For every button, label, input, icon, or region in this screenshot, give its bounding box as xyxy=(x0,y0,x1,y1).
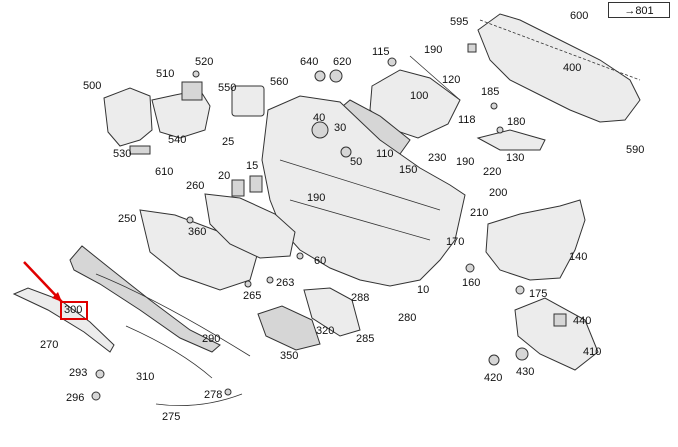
callout-10: 10 xyxy=(417,284,430,296)
callout-118: 118 xyxy=(458,114,476,126)
part-130-lamp xyxy=(476,129,546,151)
callout-600: 600 xyxy=(570,10,589,22)
callout-130: 130 xyxy=(506,152,525,164)
callout-510: 510 xyxy=(156,68,175,80)
callout-115: 115 xyxy=(372,46,390,58)
part-310-strip xyxy=(125,325,213,379)
callout-640: 640 xyxy=(300,56,319,68)
callout-310: 310 xyxy=(136,371,155,383)
callout-20: 20 xyxy=(218,170,231,182)
callout-150: 150 xyxy=(399,164,418,176)
callout-160: 160 xyxy=(462,277,481,289)
callout-110: 110 xyxy=(376,148,394,160)
callout-293: 293 xyxy=(69,367,88,379)
callout-520: 520 xyxy=(195,56,214,68)
highlighted-callout-300: 300 xyxy=(64,304,83,316)
callout-190b: 190 xyxy=(456,156,475,168)
callout-560: 560 xyxy=(270,76,289,88)
part-270-strip xyxy=(12,287,115,353)
callout-296: 296 xyxy=(66,392,85,404)
callout-230: 230 xyxy=(428,152,447,164)
callout-350: 350 xyxy=(280,350,299,362)
callout-30: 30 xyxy=(334,122,347,134)
callout-610: 610 xyxy=(155,166,174,178)
callout-540: 540 xyxy=(168,134,187,146)
part-260-crossmember xyxy=(204,193,296,259)
part-600-strip xyxy=(477,13,641,123)
callout-25: 25 xyxy=(222,136,235,148)
callout-360: 360 xyxy=(188,226,207,238)
callout-420: 420 xyxy=(484,372,503,384)
callout-170: 170 xyxy=(446,236,465,248)
part-500-side-bracket xyxy=(103,87,153,147)
callout-288: 288 xyxy=(351,292,370,304)
part-550-module xyxy=(231,85,265,117)
callout-320: 320 xyxy=(316,325,335,337)
part-290-strip xyxy=(95,273,251,357)
callout-15: 15 xyxy=(246,160,259,172)
part-600-dashed-line xyxy=(479,19,641,81)
callout-180: 180 xyxy=(507,116,526,128)
callout-220: 220 xyxy=(483,166,502,178)
part-320-bracket xyxy=(303,287,361,337)
callout-185: 185 xyxy=(481,86,500,98)
callout-50: 50 xyxy=(350,156,363,168)
callout-200: 200 xyxy=(489,187,508,199)
callout-550: 550 xyxy=(218,82,237,94)
callout-530: 530 xyxy=(113,148,132,160)
callout-290: 290 xyxy=(202,333,221,345)
callout-595: 595 xyxy=(450,16,469,28)
callout-260: 260 xyxy=(186,180,205,192)
callout-280: 280 xyxy=(398,312,417,324)
highlight-box-300 xyxy=(60,301,88,320)
part-510-block xyxy=(181,81,203,101)
callout-265: 265 xyxy=(243,290,262,302)
callout-270: 270 xyxy=(40,339,59,351)
part-540-bracket xyxy=(151,89,211,139)
part-275-strip xyxy=(155,393,243,407)
callout-140: 140 xyxy=(569,251,588,263)
callout-430: 430 xyxy=(516,366,535,378)
callout-190: 190 xyxy=(424,44,443,56)
callout-175: 175 xyxy=(529,288,548,300)
callout-120: 120 xyxy=(442,74,461,86)
part-140-bracket xyxy=(485,199,586,281)
callout-410: 410 xyxy=(583,346,602,358)
callout-500: 500 xyxy=(83,80,102,92)
callout-285: 285 xyxy=(356,333,375,345)
callout-190c: 190 xyxy=(307,192,326,204)
callout-278: 278 xyxy=(204,389,223,401)
part-410-plate xyxy=(514,297,599,371)
callout-400: 400 xyxy=(563,62,582,74)
callout-60: 60 xyxy=(314,255,327,267)
reference-box-801: →801 xyxy=(608,2,670,18)
part-350-insert xyxy=(257,305,321,351)
callout-100: 100 xyxy=(410,90,429,102)
part-300-strip xyxy=(69,245,221,353)
callout-210: 210 xyxy=(470,207,489,219)
callout-620: 620 xyxy=(333,56,352,68)
callout-590: 590 xyxy=(626,144,645,156)
callout-440: 440 xyxy=(573,315,592,327)
callout-263: 263 xyxy=(276,277,295,289)
callout-40: 40 xyxy=(313,112,326,124)
callout-275: 275 xyxy=(162,411,181,423)
callout-250: 250 xyxy=(118,213,137,225)
